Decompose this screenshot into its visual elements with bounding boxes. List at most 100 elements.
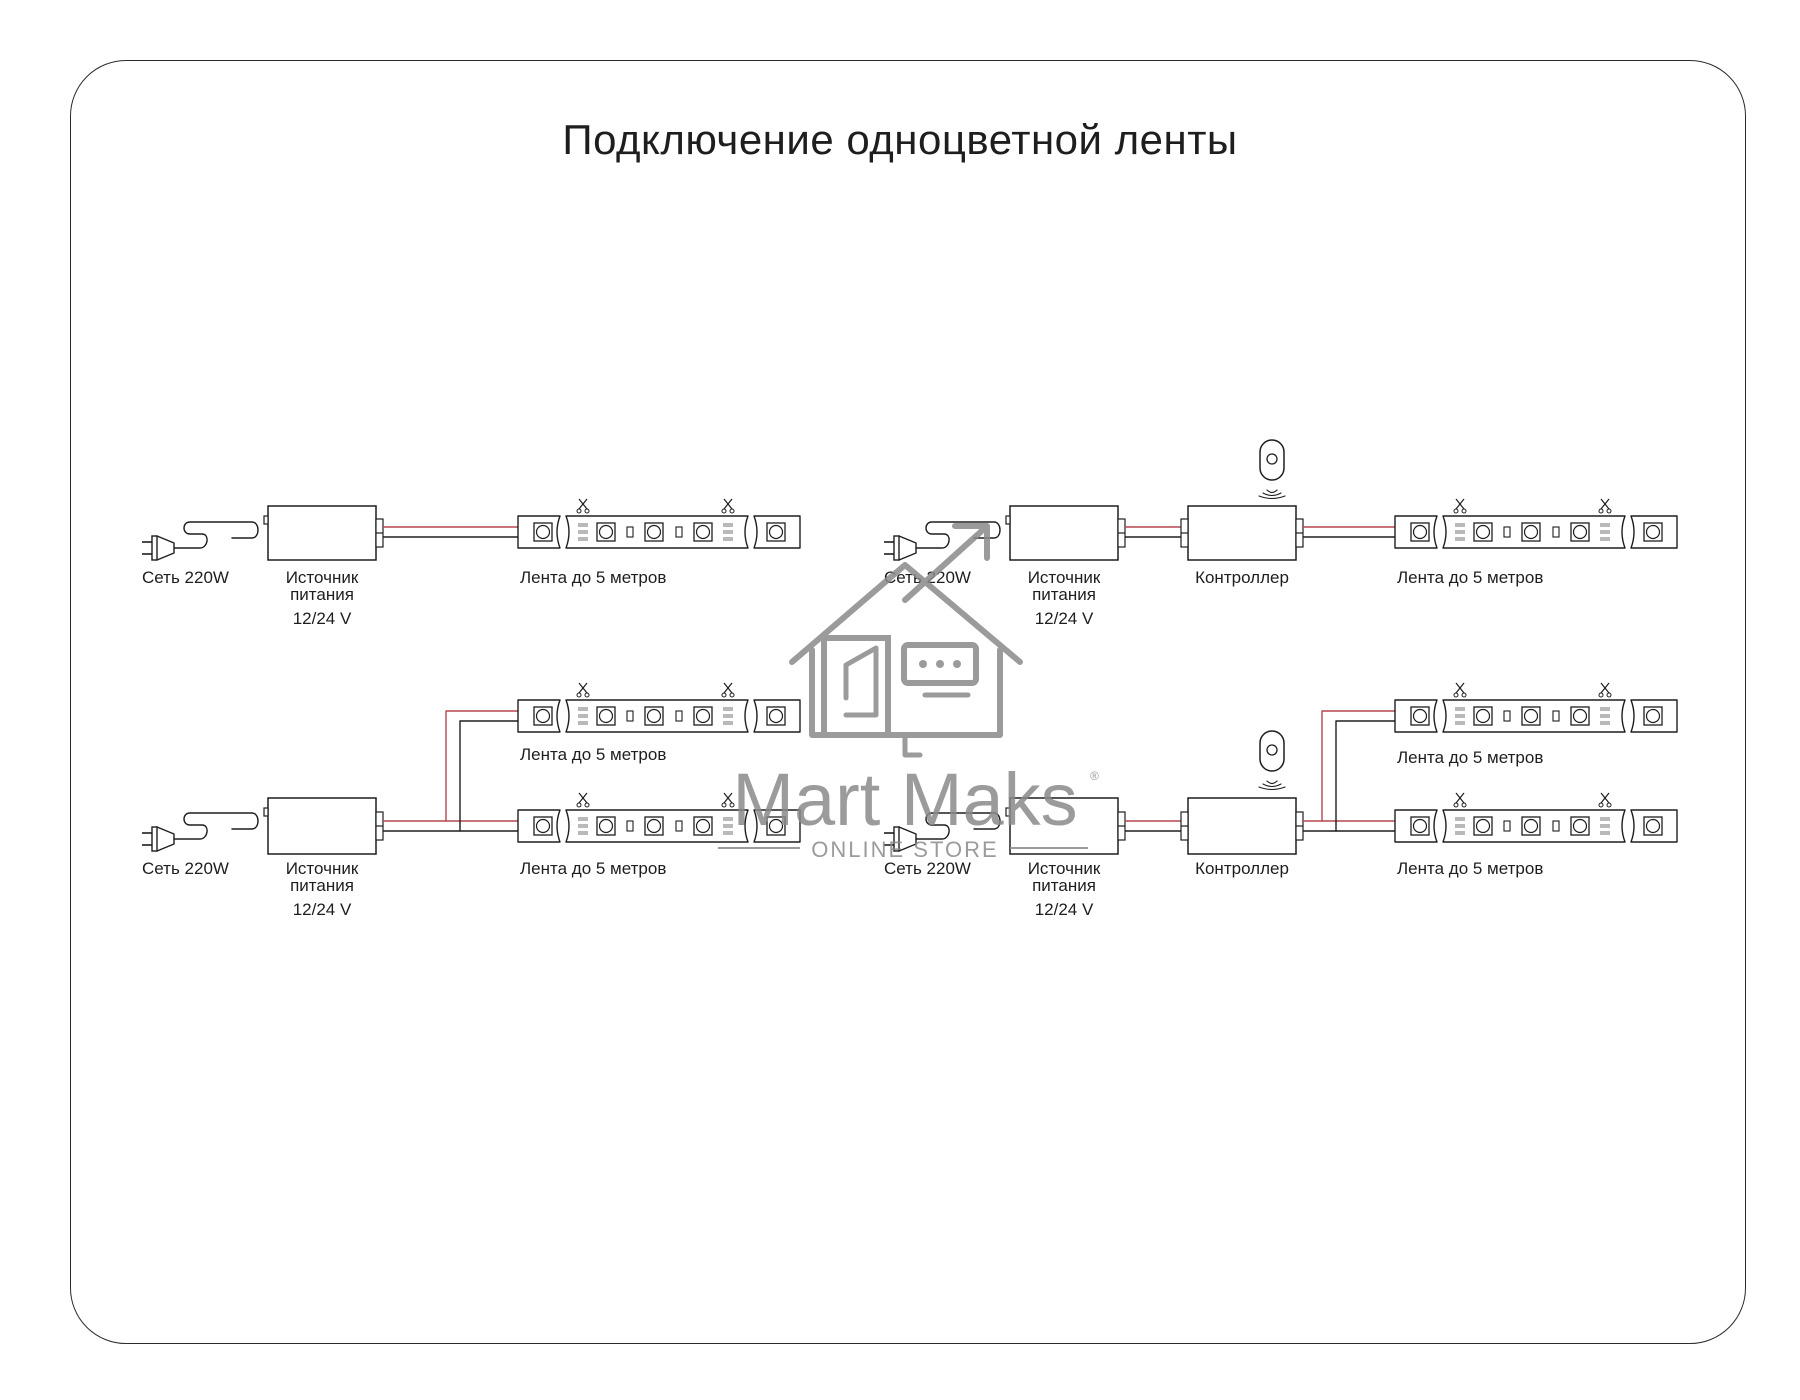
strip-label: Лента до 5 метров xyxy=(520,859,666,878)
led-chip xyxy=(533,522,553,542)
psu-label: Источник xyxy=(1028,859,1101,878)
resistor xyxy=(626,820,634,832)
power-supply-box xyxy=(263,797,384,855)
page-title: Подключение одноцветной ленты xyxy=(562,116,1238,163)
scissors-icon xyxy=(576,792,590,808)
psu-label: питания xyxy=(1032,876,1096,895)
watermark: Mart Maks ® ONLINE STORE xyxy=(718,523,1099,862)
house-logo-icon xyxy=(789,523,1023,758)
power-supply-box xyxy=(1005,505,1126,561)
scissors-icon xyxy=(576,498,590,514)
resistor xyxy=(675,820,683,832)
solder-pads xyxy=(1600,817,1610,835)
scissors-icon xyxy=(1453,682,1467,698)
resistor xyxy=(675,526,683,538)
solder-pads xyxy=(578,817,588,835)
psu-label: Источник xyxy=(1028,568,1101,587)
solder-pads xyxy=(578,707,588,725)
mains-label: Сеть 220W xyxy=(884,859,971,878)
led-chip xyxy=(1570,522,1590,542)
plug-icon xyxy=(142,812,259,852)
resistor xyxy=(626,710,634,722)
scissors-icon xyxy=(721,792,735,808)
resistor xyxy=(1503,820,1511,832)
led-chip xyxy=(1643,522,1663,542)
strip-label: Лента до 5 метров xyxy=(1397,859,1543,878)
resistor xyxy=(1552,526,1560,538)
led-chip xyxy=(644,522,664,542)
resistor xyxy=(1552,710,1560,722)
solder-pads xyxy=(1455,523,1465,541)
scissors-icon xyxy=(1598,792,1612,808)
mains-label: Сеть 220W xyxy=(142,859,229,878)
scissors-icon xyxy=(1453,498,1467,514)
controller-label: Контроллер xyxy=(1195,568,1289,587)
scissors-icon xyxy=(1598,682,1612,698)
led-chip xyxy=(693,522,713,542)
scissors-icon xyxy=(1598,498,1612,514)
remote-control-icon xyxy=(1258,439,1286,500)
led-chip xyxy=(533,706,553,726)
led-strip xyxy=(517,498,801,549)
psu-label: питания xyxy=(290,876,354,895)
psu-voltage-label: 12/24 V xyxy=(293,609,352,628)
controller-box xyxy=(1180,797,1304,855)
led-chip xyxy=(596,706,616,726)
psu-label: питания xyxy=(1032,585,1096,604)
led-chip xyxy=(1643,706,1663,726)
solder-pads xyxy=(723,523,733,541)
psu-label: Источник xyxy=(286,859,359,878)
strip-label: Лента до 5 метров xyxy=(520,568,666,587)
led-chip xyxy=(1410,816,1430,836)
led-strip xyxy=(1394,682,1678,733)
controller-box xyxy=(1180,505,1304,561)
mains-label: Сеть 220W xyxy=(142,568,229,587)
led-strip xyxy=(1394,792,1678,843)
watermark-brand: Mart Maks xyxy=(732,758,1077,841)
led-chip xyxy=(1410,522,1430,542)
diagram-frame xyxy=(70,60,1746,1344)
solder-pads xyxy=(1600,523,1610,541)
solder-pads xyxy=(1455,817,1465,835)
strip-label: Лента до 5 метров xyxy=(1397,568,1543,587)
psu-label: питания xyxy=(290,585,354,604)
led-chip xyxy=(1570,816,1590,836)
led-chip xyxy=(766,706,786,726)
solder-pads xyxy=(723,817,733,835)
led-chip xyxy=(644,706,664,726)
led-strip xyxy=(517,792,801,843)
scissors-icon xyxy=(576,682,590,698)
strip-label: Лента до 5 метров xyxy=(1397,748,1543,767)
watermark-tagline: ONLINE STORE xyxy=(811,837,998,862)
solder-pads xyxy=(578,523,588,541)
plug-icon xyxy=(142,521,259,561)
led-chip xyxy=(766,816,786,836)
plug-icon xyxy=(884,521,1001,561)
resistor xyxy=(1503,710,1511,722)
led-strip xyxy=(1394,498,1678,549)
led-chip xyxy=(644,816,664,836)
solder-pads xyxy=(1455,707,1465,725)
led-chip xyxy=(1521,522,1541,542)
resistor xyxy=(1503,526,1511,538)
led-chip xyxy=(766,522,786,542)
power-supply-box xyxy=(1005,797,1126,855)
scissors-icon xyxy=(721,682,735,698)
led-chip xyxy=(596,816,616,836)
led-chip xyxy=(693,706,713,726)
scissors-icon xyxy=(721,498,735,514)
plug-icon xyxy=(884,812,1001,852)
watermark-registered: ® xyxy=(1090,769,1099,783)
scissors-icon xyxy=(1453,792,1467,808)
led-strip xyxy=(517,682,801,733)
led-chip xyxy=(1473,522,1493,542)
led-chip xyxy=(1410,706,1430,726)
psu-voltage-label: 12/24 V xyxy=(293,900,352,919)
resistor xyxy=(1552,820,1560,832)
diagram-simple-double: Лента до 5 метров Сеть 220W Источникпитани… xyxy=(142,682,801,919)
psu-label: Источник xyxy=(286,568,359,587)
